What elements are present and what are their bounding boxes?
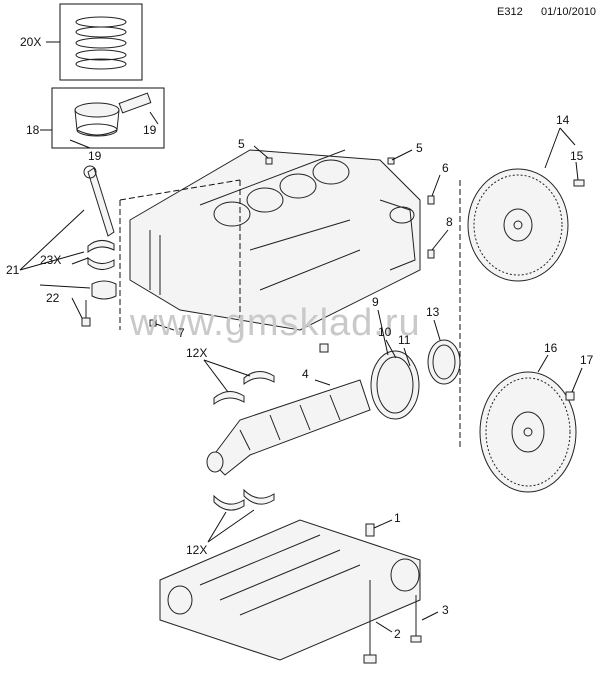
callout-2: 2 — [394, 627, 401, 641]
piston-frame — [51, 87, 165, 149]
callout-8: 8 — [446, 215, 453, 229]
main-bearing — [213, 391, 245, 406]
sensor — [319, 343, 329, 353]
callout-7: 7 — [178, 326, 185, 340]
bedplate — [159, 519, 439, 664]
callout-12x: 12X — [186, 543, 208, 557]
callout-21: 21 — [6, 263, 20, 277]
callout-3: 3 — [442, 603, 449, 617]
diagram-code: E312 — [497, 6, 523, 18]
bolt — [427, 195, 435, 205]
piston-ring — [75, 16, 127, 28]
callout-18: 18 — [26, 123, 40, 137]
callout-12x: 12X — [186, 346, 208, 360]
callout-17: 17 — [580, 353, 594, 367]
callout-10: 10 — [378, 325, 392, 339]
piston-ring — [75, 26, 127, 38]
reluctor-ring — [370, 350, 420, 420]
cylinder-bore — [213, 201, 251, 227]
main-bearing — [243, 371, 275, 386]
flexplate — [479, 354, 583, 493]
plug — [427, 249, 435, 259]
piston-rings-group — [46, 3, 143, 81]
cylinder-bore — [246, 187, 284, 213]
callout-5: 5 — [416, 141, 423, 155]
piston-ring — [75, 58, 127, 70]
cylinder-bore — [312, 159, 350, 185]
callout-20x: 20X — [20, 35, 42, 49]
bedplate-bolt — [363, 654, 377, 664]
engine-block — [119, 149, 421, 331]
cylinder-bore — [279, 173, 317, 199]
callout-22: 22 — [46, 291, 60, 305]
callout-1: 1 — [394, 511, 401, 525]
diagram-date: 01/10/2010 — [541, 6, 597, 18]
piston-ring — [75, 49, 127, 61]
main-bearings — [203, 359, 275, 543]
dowel — [365, 523, 375, 537]
callout-14: 14 — [556, 113, 570, 127]
piston — [74, 102, 120, 118]
fasteners-group — [149, 145, 449, 353]
rod-bearing — [87, 256, 115, 270]
callout-4: 4 — [302, 367, 309, 381]
callout-5: 5 — [238, 137, 245, 151]
piston-group — [40, 87, 165, 149]
callout-19: 19 — [88, 149, 102, 163]
piston-pin — [118, 92, 152, 114]
callout-23x: 23X — [40, 253, 62, 267]
callout-19: 19 — [143, 123, 157, 137]
watermark: www.gmsklad.ru — [130, 302, 421, 344]
flexplate-bolt — [565, 391, 575, 401]
rod-bearing — [87, 240, 115, 253]
reluctor-and-seal — [370, 309, 461, 420]
callout-13: 13 — [426, 305, 440, 319]
connecting-rod — [87, 167, 115, 237]
bolt — [387, 157, 395, 165]
callout-11: 11 — [398, 333, 411, 347]
main-bearing — [213, 494, 245, 511]
flywheel — [467, 127, 585, 282]
piston-ring — [75, 37, 127, 49]
main-bearing — [243, 488, 275, 505]
bedplate-bolt — [410, 635, 422, 643]
crankshaft — [206, 379, 371, 476]
callout-16: 16 — [544, 341, 558, 355]
callout-9: 9 — [372, 295, 379, 309]
callout-6: 6 — [442, 161, 449, 175]
rod-bolt — [81, 317, 91, 327]
connecting-rod-group — [19, 165, 117, 327]
rod-cap — [91, 280, 117, 300]
callout-15: 15 — [570, 149, 584, 163]
bolt — [265, 157, 273, 165]
plug — [149, 319, 157, 327]
flywheel-bolt — [573, 179, 585, 187]
